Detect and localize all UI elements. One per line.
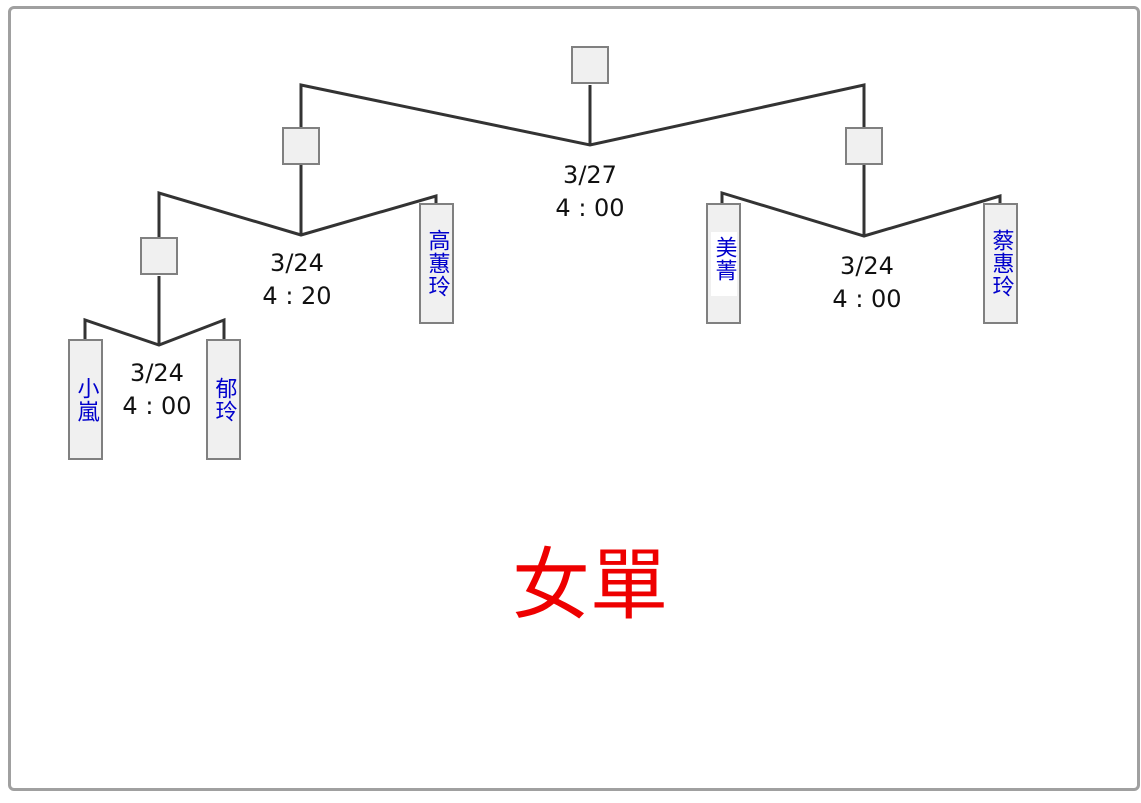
quarter-time: 4 : 00 bbox=[122, 392, 192, 420]
player-name: 美菁 bbox=[710, 231, 737, 296]
player-name: 蔡惠玲 bbox=[988, 229, 1014, 298]
player-slot[interactable]: 郁玲 bbox=[206, 339, 241, 460]
right-semi-connector bbox=[720, 190, 1002, 238]
final-date: 3/27 bbox=[563, 161, 617, 189]
right-semi-date: 3/24 bbox=[840, 252, 894, 280]
bracket-frame bbox=[8, 6, 1140, 791]
left-semi-connector bbox=[157, 190, 438, 237]
right-semi-winner-box[interactable] bbox=[845, 127, 883, 165]
final-connector bbox=[299, 83, 866, 167]
player-name: 小嵐 bbox=[73, 376, 99, 423]
right-semi-schedule: 3/24 4 : 00 bbox=[807, 250, 927, 316]
quarter-schedule: 3/24 4 : 00 bbox=[97, 357, 217, 423]
left-semi-schedule: 3/24 4 : 20 bbox=[237, 247, 357, 313]
player-name: 郁玲 bbox=[211, 376, 237, 423]
player-slot[interactable]: 高蕙玲 bbox=[419, 203, 454, 324]
left-semi-time: 4 : 20 bbox=[262, 282, 332, 310]
quarter-connector bbox=[83, 317, 226, 347]
player-slot[interactable]: 美菁 bbox=[706, 203, 741, 324]
player-slot[interactable]: 蔡惠玲 bbox=[983, 203, 1018, 324]
left-semi-winner-box[interactable] bbox=[282, 127, 320, 165]
quarter-date: 3/24 bbox=[130, 359, 184, 387]
player-slot[interactable]: 小嵐 bbox=[68, 339, 103, 460]
final-time: 4 : 00 bbox=[555, 194, 625, 222]
quarter-winner-box[interactable] bbox=[140, 237, 178, 275]
final-schedule: 3/27 4 : 00 bbox=[530, 159, 650, 225]
player-name: 高蕙玲 bbox=[424, 229, 450, 298]
final-winner-box[interactable] bbox=[571, 46, 609, 84]
right-semi-time: 4 : 00 bbox=[832, 285, 902, 313]
left-semi-date: 3/24 bbox=[270, 249, 324, 277]
bracket-title: 女單 bbox=[511, 541, 668, 631]
